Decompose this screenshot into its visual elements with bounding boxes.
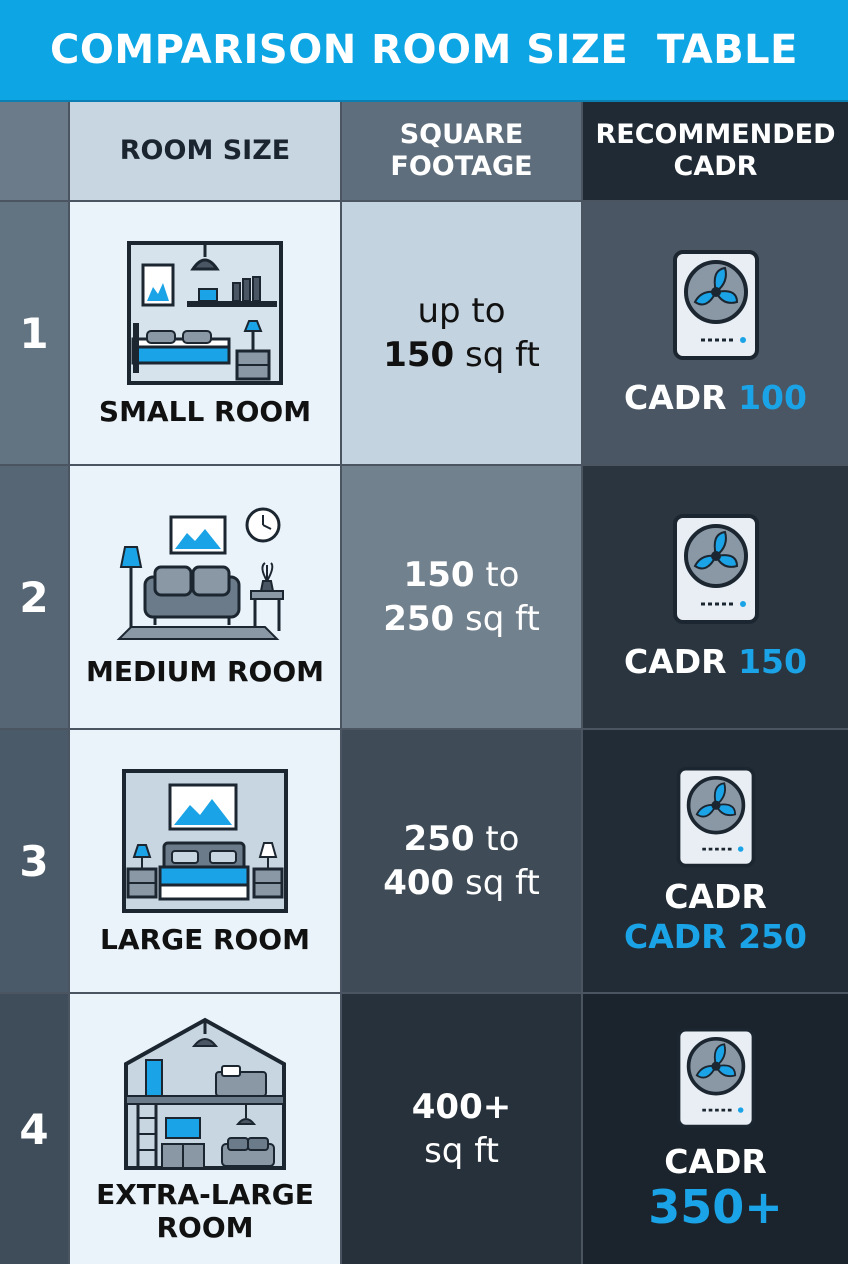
cadr-line1: CADR bbox=[664, 877, 767, 916]
row-number: 4 bbox=[0, 994, 70, 1264]
sq-line1: 150 to bbox=[404, 553, 520, 597]
cadr-value: 150 bbox=[738, 642, 807, 681]
header-recommended-cadr: RECOMMENDED CADR bbox=[583, 102, 848, 202]
cadr-label: CADR 100 bbox=[624, 378, 807, 418]
square-footage-cell: 250 to 400 sq ft bbox=[342, 730, 583, 994]
room-cell-large: LARGE ROOM bbox=[70, 730, 342, 994]
square-footage-cell: 400+ sq ft bbox=[342, 994, 583, 1264]
living-room-icon bbox=[116, 507, 284, 640]
air-purifier-icon bbox=[672, 514, 759, 624]
cadr-cell: CADR 150 bbox=[583, 466, 848, 730]
row-number-label: 2 bbox=[19, 572, 49, 622]
sq-connector: to bbox=[474, 819, 520, 859]
cadr-line1: CADR bbox=[664, 1142, 767, 1181]
square-footage-cell: up to 150 sq ft bbox=[342, 202, 583, 466]
row-number-label: 3 bbox=[19, 836, 49, 886]
sq-line2: 400 sq ft bbox=[383, 861, 540, 905]
room-label: MEDIUM ROOM bbox=[85, 654, 325, 688]
room-label-line2: ROOM bbox=[156, 1211, 254, 1244]
cadr-value: 100 bbox=[738, 378, 807, 417]
room-cell-small: SMALL ROOM bbox=[70, 202, 342, 466]
sq-value: 250 bbox=[383, 599, 455, 639]
header-cadr-line1: RECOMMENDED bbox=[595, 119, 836, 150]
sq-unit: sq ft bbox=[454, 599, 540, 639]
header-room-size-label: ROOM SIZE bbox=[119, 135, 291, 166]
cadr-label: CADR 150 bbox=[624, 642, 807, 682]
header-room-size: ROOM SIZE bbox=[70, 102, 342, 202]
large-bedroom-icon bbox=[122, 768, 288, 913]
row-number: 3 bbox=[0, 730, 70, 994]
cadr-prefix: CADR bbox=[624, 378, 739, 417]
room-label-line1: EXTRA-LARGE bbox=[96, 1178, 314, 1211]
cadr-line2: CADR 250 bbox=[624, 917, 807, 956]
sq-unit: sq ft bbox=[454, 335, 540, 375]
sq-value: 400 bbox=[383, 863, 455, 903]
sq-line2: 250 sq ft bbox=[383, 597, 540, 641]
room-label: LARGE ROOM bbox=[100, 922, 310, 956]
air-purifier-icon bbox=[672, 250, 759, 360]
loft-house-icon bbox=[124, 1017, 286, 1170]
sq-connector: to bbox=[474, 555, 520, 595]
title-bar: COMPARISON ROOM SIZE TABLE bbox=[0, 0, 848, 102]
header-number-cell bbox=[0, 102, 70, 202]
header-square-footage: SQUARE FOOTAGE bbox=[342, 102, 583, 202]
sq-value: 150 bbox=[403, 555, 475, 595]
room-cell-medium: MEDIUM ROOM bbox=[70, 466, 342, 730]
comparison-table: ROOM SIZE SQUARE FOOTAGE RECOMMENDED CAD… bbox=[0, 102, 848, 1264]
room-cell-extra-large: EXTRA-LARGE ROOM bbox=[70, 994, 342, 1264]
sq-line2: 150 sq ft bbox=[383, 333, 540, 377]
row-number: 2 bbox=[0, 466, 70, 730]
row-number-label: 4 bbox=[19, 1104, 49, 1154]
header-square-footage-line1: SQUARE bbox=[399, 119, 524, 150]
cadr-cell: CADR CADR 250 bbox=[583, 730, 848, 994]
sq-line1: 250 to bbox=[404, 817, 520, 861]
header-square-footage-line2: FOOTAGE bbox=[390, 151, 533, 182]
small-bedroom-icon bbox=[127, 240, 283, 385]
page-title: COMPARISON ROOM SIZE TABLE bbox=[49, 27, 798, 73]
sq-value: 150 bbox=[383, 335, 455, 375]
cadr-prefix: CADR bbox=[624, 642, 739, 681]
cadr-cell: CADR 100 bbox=[583, 202, 848, 466]
air-purifier-icon bbox=[676, 1027, 755, 1129]
air-purifier-icon bbox=[676, 766, 755, 868]
room-label: SMALL ROOM bbox=[98, 394, 312, 428]
square-footage-cell: 150 to 250 sq ft bbox=[342, 466, 583, 730]
row-number-label: 1 bbox=[19, 308, 49, 358]
sq-unit: sq ft bbox=[424, 1131, 499, 1171]
cadr-line2: 350+ bbox=[648, 1180, 783, 1234]
row-number: 1 bbox=[0, 202, 70, 466]
cadr-cell: CADR 350+ bbox=[583, 994, 848, 1264]
sq-value: 250 bbox=[403, 819, 475, 859]
sq-line1: up to bbox=[417, 291, 506, 331]
sq-value: 400+ bbox=[411, 1087, 512, 1127]
sq-unit: sq ft bbox=[454, 863, 540, 903]
header-cadr-line2: CADR bbox=[673, 151, 758, 182]
